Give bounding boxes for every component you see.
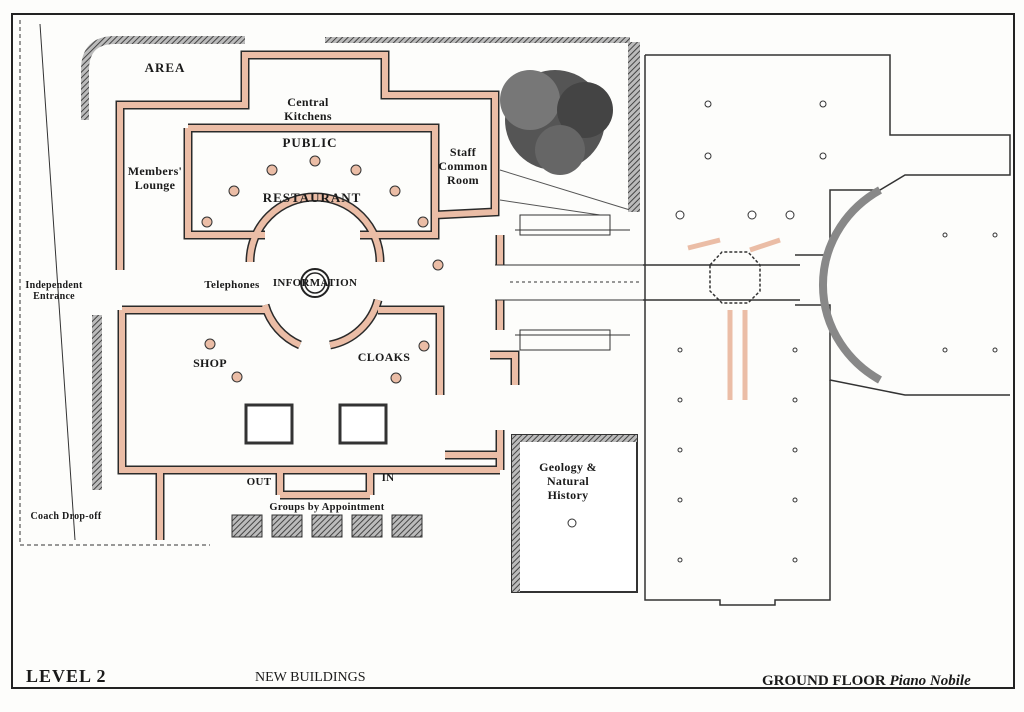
piano-nobile-text: Piano Nobile [889, 673, 971, 689]
new-buildings-caption: NEW BUILDINGS [255, 670, 366, 685]
label-out: OUT [246, 476, 272, 488]
label-in: IN [381, 472, 395, 484]
label-line: Common [438, 159, 488, 173]
information-desk [300, 268, 330, 298]
label-line: Central [287, 95, 329, 109]
restaurant-columns [201, 155, 444, 384]
level-title: LEVEL 2 [26, 666, 107, 686]
road-line [39, 23, 76, 541]
label-cloaks: CLOAKS [357, 350, 411, 364]
label-telephones: Telephones [204, 279, 260, 291]
tree-illustration [499, 70, 631, 216]
label-coach-drop-off: Coach Drop-off [30, 511, 102, 522]
label-line: Geology & [539, 460, 597, 474]
site-boundary [19, 20, 210, 546]
label-line: Room [447, 173, 479, 187]
label-restaurant: RESTAURANT [262, 190, 362, 205]
label-line: Members' [127, 164, 183, 178]
label-information: INFORMATION [272, 277, 358, 289]
ground-floor-caption: GROUND FLOOR Piano Nobile [762, 673, 971, 690]
hatched-wall [92, 315, 102, 490]
label-public: PUBLIC [282, 135, 338, 150]
groups-bays [231, 514, 423, 538]
label-shop: SHOP [193, 356, 227, 370]
label-line: Independent [25, 280, 83, 291]
new-building-walls [115, 50, 520, 540]
label-line: Entrance [33, 291, 75, 302]
old-building-outline [643, 54, 1011, 606]
ground-floor-text: GROUND FLOOR [762, 673, 886, 689]
label-area: AREA [144, 60, 186, 75]
area-wall [81, 36, 245, 120]
label-line: Staff [449, 145, 477, 159]
label-line: Lounge [134, 178, 176, 192]
label-line: History [547, 488, 589, 502]
label-line: Natural [546, 474, 590, 488]
old-building-columns [675, 100, 998, 563]
label-line: Kitchens [284, 109, 332, 123]
lift-right [338, 403, 388, 445]
label-members-lounge: Members'Lounge [128, 164, 182, 192]
lift-left [244, 403, 294, 445]
page-frame [11, 13, 1015, 689]
label-groups-by-appointment: Groups by Appointment [269, 502, 385, 513]
geology-room [511, 434, 638, 593]
